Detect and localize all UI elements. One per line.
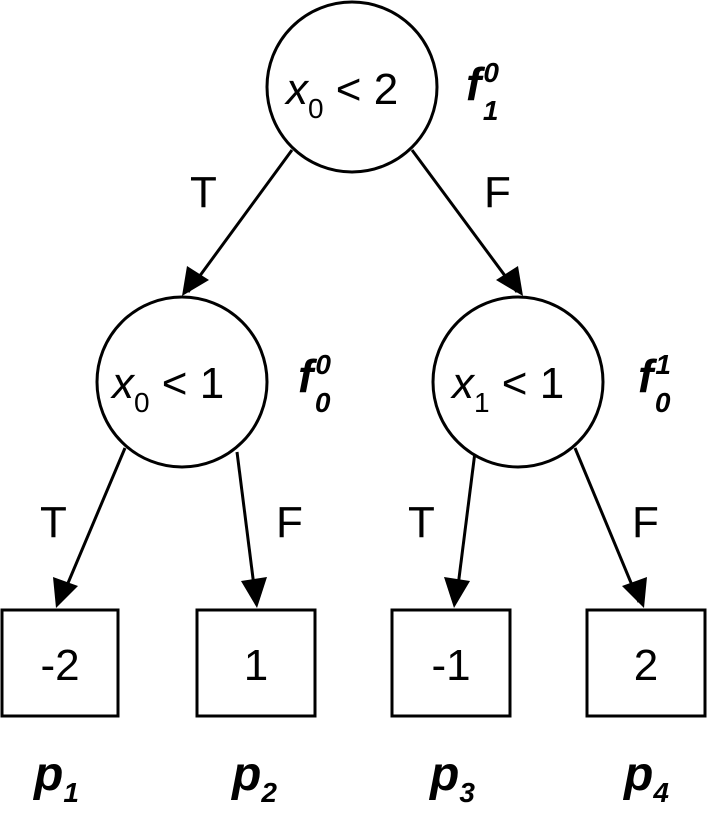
edges xyxy=(53,149,647,608)
arrowhead-root-right xyxy=(496,266,523,296)
node-root-feature-f: f xyxy=(466,58,486,110)
node-root-op: < 2 xyxy=(324,65,399,114)
node-right-feature-sub: 0 xyxy=(655,387,671,418)
node-right-condition: x1 < 1 xyxy=(450,359,564,418)
node-left-index: 0 xyxy=(134,387,150,418)
edge-right-leaf3 xyxy=(454,451,477,603)
leaf-3-label: p3 xyxy=(428,748,475,808)
leaf-1-box xyxy=(0,608,120,718)
node-root-feature-label: f0 1 xyxy=(466,57,499,126)
leaf-4-label-sub: 4 xyxy=(652,777,669,808)
node-left-circle xyxy=(95,295,269,469)
arrowhead-left-leaf1 xyxy=(53,577,78,608)
leaf-4: 2 p4 xyxy=(585,608,707,808)
leaf-4-value: 2 xyxy=(634,641,658,690)
node-right-feature-sup: 1 xyxy=(655,349,671,380)
node-right-op: < 1 xyxy=(490,359,565,408)
node-root-index: 0 xyxy=(308,93,324,124)
node-right-var: x xyxy=(450,359,476,408)
node-left-feature-f: f xyxy=(298,350,318,402)
edge-label-root-left: T xyxy=(190,168,217,217)
edge-labels: T F T F T F xyxy=(40,168,659,547)
leaf-3-value: -1 xyxy=(431,641,470,690)
leaf-3-label-sub: 3 xyxy=(459,777,475,808)
leaf-4-box xyxy=(585,608,707,718)
node-left-var: x xyxy=(110,359,136,408)
leaf-2-label-p: p xyxy=(230,748,261,801)
arrowhead-right-leaf3 xyxy=(444,577,470,608)
arrowhead-right-leaf4 xyxy=(622,577,647,608)
node-root-circle xyxy=(265,0,439,174)
node-right-feature-f: f xyxy=(638,350,658,402)
node-root-feature-sub: 1 xyxy=(483,95,499,126)
leaf-2-box xyxy=(195,608,317,718)
node-right-index: 1 xyxy=(474,387,490,418)
edge-left-leaf1 xyxy=(58,447,127,603)
node-left-op: < 1 xyxy=(150,359,225,408)
leaf-2: 1 p2 xyxy=(195,608,317,808)
edge-label-root-right: F xyxy=(484,168,511,217)
leaf-2-label-sub: 2 xyxy=(260,777,277,808)
leaf-2-label: p2 xyxy=(230,748,277,808)
arrowhead-root-left xyxy=(182,266,209,296)
node-left-condition: x0 < 1 xyxy=(110,359,224,418)
leaf-1-label: p1 xyxy=(32,748,79,808)
node-root-feature-sup: 0 xyxy=(483,57,499,88)
leaf-3-box xyxy=(390,608,512,718)
node-right-circle xyxy=(431,295,605,469)
leaf-4-label: p4 xyxy=(622,748,669,808)
edge-label-right-leaf4: F xyxy=(632,498,659,547)
edge-root-right xyxy=(410,149,519,293)
leaf-3: -1 p3 xyxy=(390,608,512,808)
leaf-1-label-sub: 1 xyxy=(63,777,79,808)
node-root-var: x xyxy=(284,65,310,114)
edge-label-right-leaf3: T xyxy=(408,498,435,547)
node-root-condition: x0 < 2 xyxy=(284,65,398,124)
node-left-feature-sub: 0 xyxy=(315,387,331,418)
arrowhead-left-leaf2 xyxy=(241,577,267,608)
leaf-3-label-p: p xyxy=(428,748,459,801)
edge-right-leaf4 xyxy=(573,447,641,603)
edge-label-left-leaf1: T xyxy=(40,498,67,547)
leaf-1: -2 p1 xyxy=(0,608,120,808)
node-right-feature-label: f1 0 xyxy=(638,349,671,418)
leaf-1-value: -2 xyxy=(40,641,79,690)
edge-label-left-leaf2: F xyxy=(276,498,303,547)
edge-root-left xyxy=(186,149,294,293)
leaf-4-label-p: p xyxy=(622,748,653,801)
leaf-2-value: 1 xyxy=(244,641,268,690)
leaf-1-label-p: p xyxy=(32,748,63,801)
node-left-feature-label: f0 0 xyxy=(298,349,331,418)
node-left-feature-sup: 0 xyxy=(315,349,331,380)
edge-left-leaf2 xyxy=(235,451,258,603)
